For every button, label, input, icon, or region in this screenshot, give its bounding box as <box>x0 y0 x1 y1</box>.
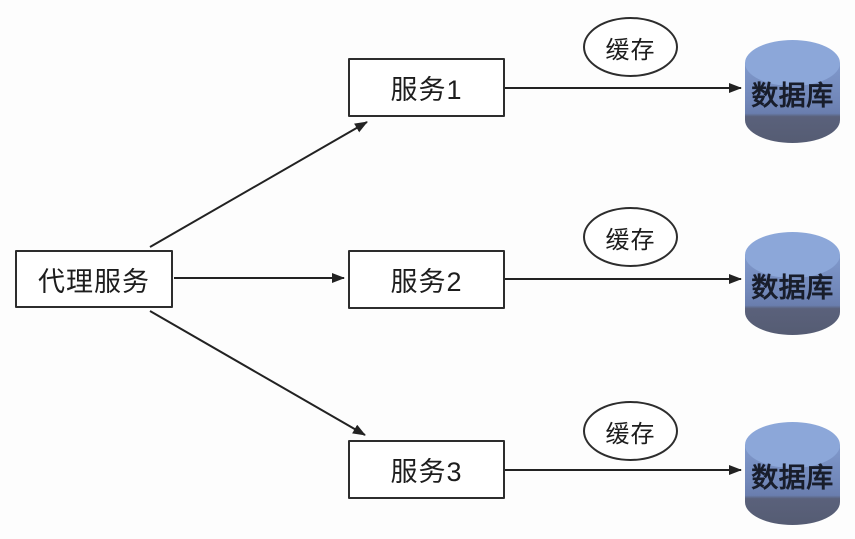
database-cylinder: 数据库 <box>745 38 840 143</box>
database-label: 数据库 <box>751 81 834 111</box>
cache-label: 缓存 <box>605 420 656 448</box>
proxy-service-node: 代理服务 <box>15 250 173 308</box>
cache-ellipse: 缓存 <box>583 401 678 461</box>
cache-ellipse: 缓存 <box>583 207 678 267</box>
cache-ellipse: 缓存 <box>583 17 678 77</box>
database-cylinder-icon <box>745 232 840 335</box>
cache-label: 缓存 <box>605 226 656 254</box>
proxy-service-label: 代理服务 <box>38 266 150 297</box>
database-label: 数据库 <box>751 463 834 493</box>
service-label: 服务3 <box>390 457 463 487</box>
arrow-proxy-to-service3 <box>149 310 366 436</box>
service-label: 服务1 <box>390 75 463 105</box>
service-node: 服务3 <box>348 440 505 499</box>
database-cylinder: 数据库 <box>745 420 840 525</box>
database-cylinder-icon <box>745 40 840 143</box>
service-label: 服务2 <box>390 267 463 297</box>
database-cylinder-icon <box>745 422 840 525</box>
database-cylinder: 数据库 <box>745 230 840 335</box>
service-node: 服务1 <box>348 58 505 117</box>
service-node: 服务2 <box>348 250 505 309</box>
cache-label: 缓存 <box>605 36 656 64</box>
database-label: 数据库 <box>751 273 834 303</box>
arrow-proxy-to-service1 <box>149 121 368 248</box>
